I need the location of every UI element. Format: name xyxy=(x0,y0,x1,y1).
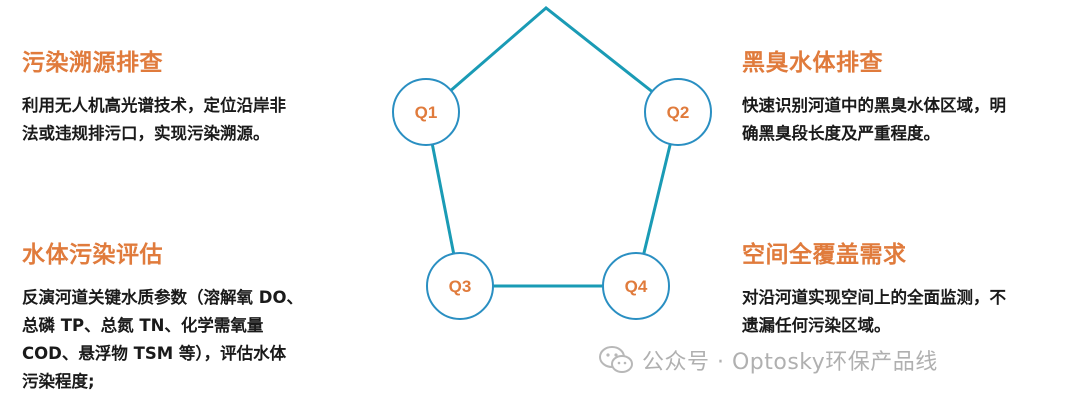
node-q2: Q2 xyxy=(644,78,712,146)
wechat-icon xyxy=(599,346,633,373)
section-q4-title: 空间全覆盖需求 xyxy=(742,242,907,268)
node-q3: Q3 xyxy=(426,252,494,320)
section-q4: 空间全覆盖需求 对沿河道实现空间上的全面监测，不 遗漏任何污染区域。 xyxy=(742,240,1072,340)
watermark: 公众号 · Optosky环保产品线 xyxy=(598,344,938,376)
section-q1-line-2: 法或违规排污口，实现污染溯源。 xyxy=(22,124,270,143)
node-q2-label: Q2 xyxy=(667,103,690,122)
section-q2: 黑臭水体排查 快速识别河道中的黑臭水体区域，明 确黑臭段长度及严重程度。 xyxy=(742,48,1072,148)
node-q1-label: Q1 xyxy=(415,103,438,122)
node-q4-label: Q4 xyxy=(625,277,648,296)
pentagon-outline xyxy=(424,6,680,288)
section-q1-line-1: 利用无人机高光谱技术，定位沿岸非 xyxy=(22,96,286,115)
section-q3-title: 水体污染评估 xyxy=(22,242,163,268)
section-q4-line-1: 对沿河道实现空间上的全面监测，不 xyxy=(742,288,1006,307)
section-q3-line-2: 总磷 TP、总氮 TN、化学需氧量 xyxy=(22,316,264,335)
section-q2-title: 黑臭水体排查 xyxy=(742,50,883,76)
section-q4-line-2: 遗漏任何污染区域。 xyxy=(742,316,891,335)
section-q1: 污染溯源排查 利用无人机高光谱技术，定位沿岸非 法或违规排污口，实现污染溯源。 xyxy=(22,48,372,148)
section-q3: 水体污染评估 反演河道关键水质参数（溶解氧 DO、 总磷 TP、总氮 TN、化学… xyxy=(22,240,392,396)
section-q3-line-4: 污染程度; xyxy=(22,372,95,391)
section-q2-line-1: 快速识别河道中的黑臭水体区域，明 xyxy=(742,96,1006,115)
section-q1-title: 污染溯源排查 xyxy=(22,50,163,76)
node-q4: Q4 xyxy=(602,252,670,320)
section-q2-line-2: 确黑臭段长度及严重程度。 xyxy=(742,124,940,143)
node-q3-label: Q3 xyxy=(449,277,472,296)
section-q3-line-3: COD、悬浮物 TSM 等），评估水体 xyxy=(22,344,287,363)
watermark-text: 公众号 · Optosky环保产品线 xyxy=(642,350,938,375)
section-q3-line-1: 反演河道关键水质参数（溶解氧 DO、 xyxy=(22,288,303,307)
node-q1: Q1 xyxy=(392,78,460,146)
